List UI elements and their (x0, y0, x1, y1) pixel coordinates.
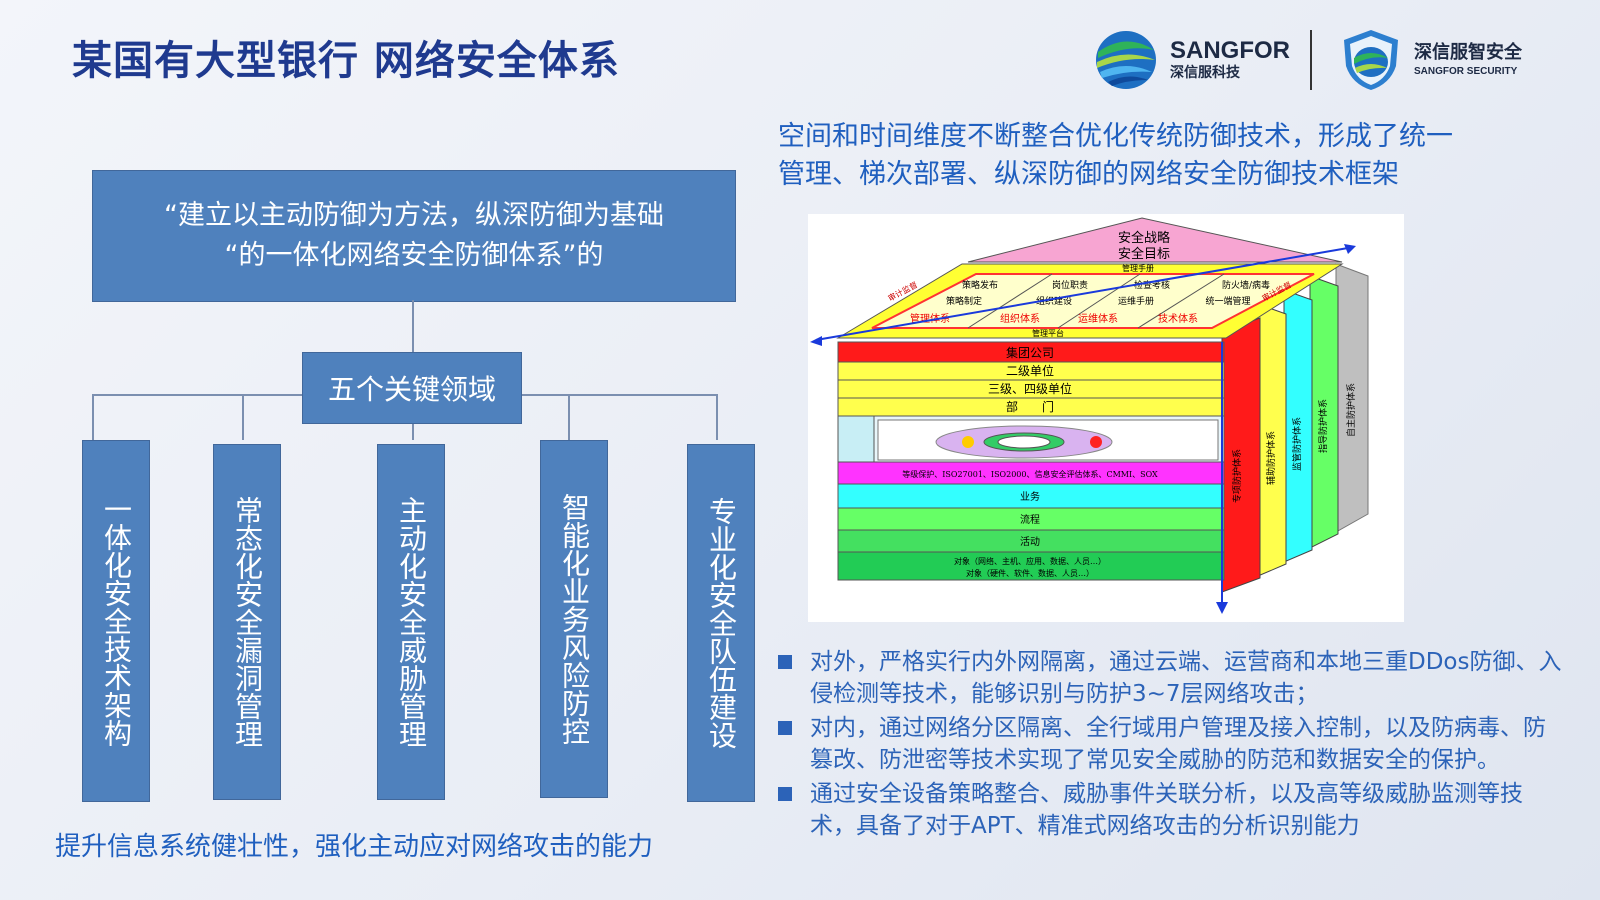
bullet-text: 通过安全设备策略整合、威胁事件关联分析，以及高等级威胁监测等技术，具备了对于AP… (810, 781, 1523, 839)
bullet-text: 对外，严格实行内外网隔离，通过云端、运营商和本地三重DDos防御、入侵检测等技术… (810, 649, 1562, 707)
connector-principle-hub (412, 300, 414, 352)
framework-heading-line-2: 管理、梯次部署、纵深防御的网络安全防御技术框架 (778, 159, 1399, 190)
roof-cell-1-bottom: 策略制定 (946, 295, 982, 307)
bullet-internal-defense: 对内，通过网络分区隔离、全行域用户管理及接入控制，以及防病毒、防篡改、防泄密等技… (776, 712, 1566, 776)
roof-cell-4-top: 防火墙/病毒 (1222, 279, 1270, 291)
bullet-square-icon (778, 787, 792, 801)
connector-pillar-1 (92, 394, 94, 440)
sangfor-logo: SANGFOR 深信服科技 (1094, 24, 1290, 96)
side-pillar-label-5: 自主防护体系 (1345, 383, 1357, 437)
roof-inner-frame (871, 273, 1315, 329)
principle-line-2: “的一体化网络安全防御体系”的 (224, 240, 604, 271)
layer-label-3: 三级、四级单位 (988, 381, 1072, 396)
security-logo-cn: 深信服智安全 (1414, 42, 1522, 63)
connector-pillar-3 (412, 422, 414, 440)
key-domains-hub: 五个关键领域 (302, 352, 522, 424)
core-layer-label-1: 业务 (1020, 490, 1040, 503)
bullet-square-icon (778, 655, 792, 669)
principle-box: “建立以主动防御为方法，纵深防御为基础 “的一体化网络安全防御体系”的 (92, 170, 736, 302)
page-title: 某国有大型银行 网络安全体系 (72, 38, 620, 84)
framework-heading-line-1: 空间和时间维度不断整合优化传统防御技术，形成了统一 (778, 121, 1453, 152)
roof-pyramid (967, 217, 1343, 263)
core-layer-objects (837, 551, 1225, 581)
axis-arrow-diagonal (815, 247, 1349, 341)
sangfor-security-logo: 深信服智安全 SANGFOR SECURITY (1340, 24, 1522, 96)
logo-divider (1310, 30, 1312, 90)
bullet-square-icon (778, 721, 792, 735)
roof-cell-4-bottom: 统一端管理 (1205, 295, 1250, 307)
pillar-team-building: 专业化安全队伍建设 (687, 444, 755, 802)
roof-top-band: 管理手册 (1122, 263, 1154, 273)
side-pillar-label-4: 指导防护体系 (1317, 399, 1329, 453)
roof-line-2: 安全目标 (1118, 246, 1170, 262)
core-layer-business (837, 483, 1225, 509)
roof-cell-4-label: 技术体系 (1158, 312, 1198, 325)
side-pillar-label-3: 监管防护体系 (1291, 417, 1303, 471)
side-pillar-label-1: 专项防护体系 (1231, 449, 1243, 503)
core-layer-label-3: 活动 (1020, 536, 1040, 548)
side-pillars: 专项防护体系 辅助防护体系 监管防护体系 指导防护体系 自主防护体系 (1221, 263, 1369, 593)
core-layer-label-2: 流程 (1020, 513, 1040, 526)
side-pillar-label-2: 辅助防护体系 (1265, 431, 1277, 485)
connector-pillar-2 (242, 394, 244, 440)
object-line-1: 对象（网络、主机、应用、数据、人员…） (954, 556, 1106, 566)
connector-pillar-4 (568, 394, 570, 440)
layer-label-2: 二级单位 (1006, 363, 1054, 378)
bullet-threat-analysis: 通过安全设备策略整合、威胁事件关联分析，以及高等级威胁监测等技术，具备了对于AP… (776, 778, 1566, 842)
framework-bullets: 对外，严格实行内外网隔离，通过云端、运营商和本地三重DDos防御、入侵检测等技术… (776, 646, 1566, 844)
pillar-risk-control: 智能化业务风险防控 (540, 440, 608, 798)
roof-cell-3-bottom: 运维手册 (1118, 295, 1154, 307)
connector-pillar-5 (716, 394, 718, 440)
bullet-text: 对内，通过网络分区隔离、全行域用户管理及接入控制，以及防病毒、防篡改、防泄密等技… (810, 715, 1546, 773)
roof-cell-2-top: 岗位职责 (1052, 279, 1088, 291)
framework-figure: 专项防护体系 辅助防护体系 监管防护体系 指导防护体系 自主防护体系 安全战略 … (808, 214, 1404, 622)
pillar-threat-management: 主动化安全威胁管理 (377, 444, 445, 800)
security-logo-en: SANGFOR SECURITY (1414, 66, 1518, 77)
diagram-caption: 提升信息系统健壮性，强化主动应对网络攻击的能力 (55, 832, 654, 862)
roof-cell-3-label: 运维体系 (1078, 312, 1118, 325)
roof-cell-1-top: 策略发布 (962, 279, 998, 291)
standards-band-text: 等级保护、ISO27001、ISO2000、信息安全评估体系、CMMI、SOX (902, 469, 1158, 479)
pillar-vulnerability-management: 常态化安全漏洞管理 (213, 444, 281, 800)
roof-line-1: 安全战略 (1118, 230, 1170, 246)
connector-hub-left (92, 394, 302, 396)
sangfor-logo-name: SANGFOR (1170, 37, 1290, 64)
framework-heading: 空间和时间维度不断整合优化传统防御技术，形成了统一 管理、梯次部署、纵深防御的网… (778, 118, 1548, 194)
pillar-integrated-architecture: 一体化安全技术架构 (82, 440, 150, 802)
roof-bottom-band: 管理平台 (1032, 328, 1064, 338)
principle-line-1: “建立以主动防御为方法，纵深防御为基础 (164, 200, 664, 231)
sangfor-globe-icon (1096, 31, 1156, 89)
layer-label-1: 集团公司 (1006, 345, 1054, 360)
sangfor-logo-cn: 深信服科技 (1170, 65, 1240, 81)
roof-cell-2-label: 组织体系 (1000, 312, 1040, 325)
roof-cell-3-top: 检查考核 (1134, 279, 1170, 291)
object-line-2: 对象（硬件、软件、数据、人员…） (966, 568, 1094, 578)
layer-label-4: 部 门 (1006, 399, 1054, 414)
connector-hub-right (520, 394, 718, 396)
bullet-external-defense: 对外，严格实行内外网隔离，通过云端、运营商和本地三重DDos防御、入侵检测等技术… (776, 646, 1566, 710)
shield-icon (1344, 30, 1398, 90)
